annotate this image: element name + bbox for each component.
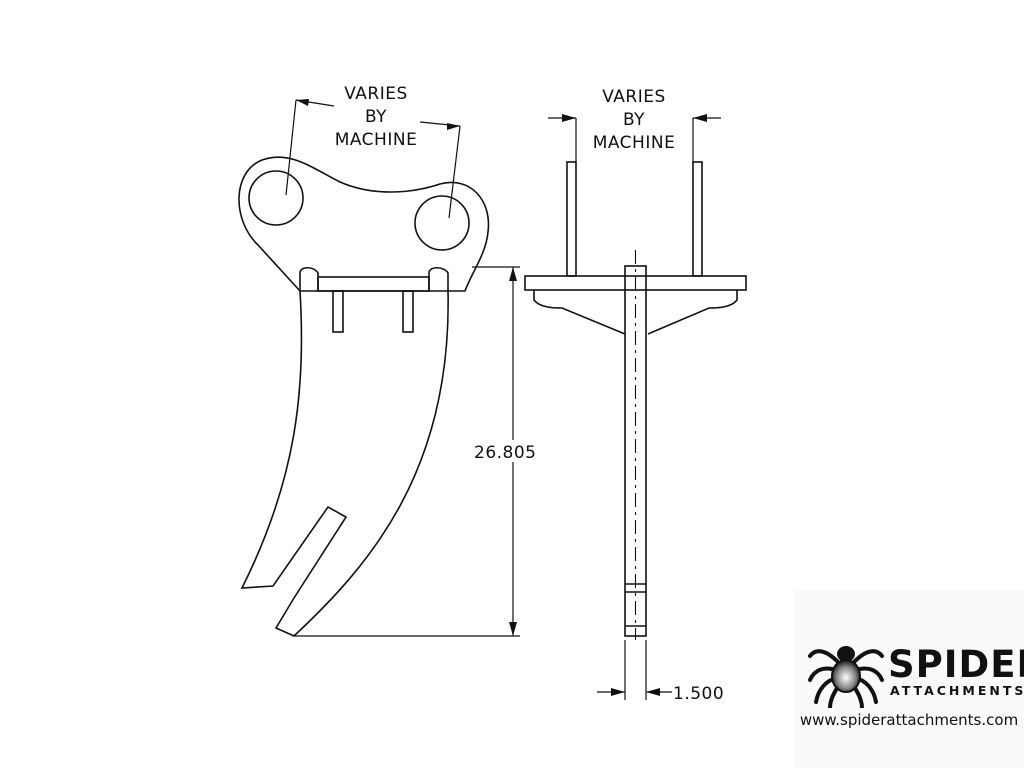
spider-icon — [808, 646, 884, 708]
right-dim-label-line1: VARIES — [602, 87, 666, 107]
brand-url[interactable]: www.spiderattachments.com — [799, 711, 1019, 729]
left-dim-label-line1: VARIES — [344, 84, 408, 104]
mounting-bracket — [238, 156, 490, 292]
height-dimension: 26.805 — [474, 443, 536, 463]
shank-outline — [240, 290, 449, 637]
thickness-dimension: 1.500 — [673, 684, 724, 704]
left-dim-label-line2: BY — [365, 107, 387, 127]
left-dim-label-line3: MACHINE — [335, 130, 418, 150]
brand-subtitle: ATTACHMENTS — [890, 683, 1024, 698]
pin-hole-right — [414, 195, 470, 251]
pin-hole-left — [248, 170, 304, 226]
brand-name: SPIDER — [888, 643, 1024, 686]
right-dim-label-line2: BY — [623, 110, 645, 130]
front-view: VARIES BY MACHINE 1.500 — [524, 87, 747, 704]
right-dim-label-line3: MACHINE — [593, 133, 676, 153]
side-view: 26.805 VARIES BY MACHINE — [238, 84, 536, 637]
